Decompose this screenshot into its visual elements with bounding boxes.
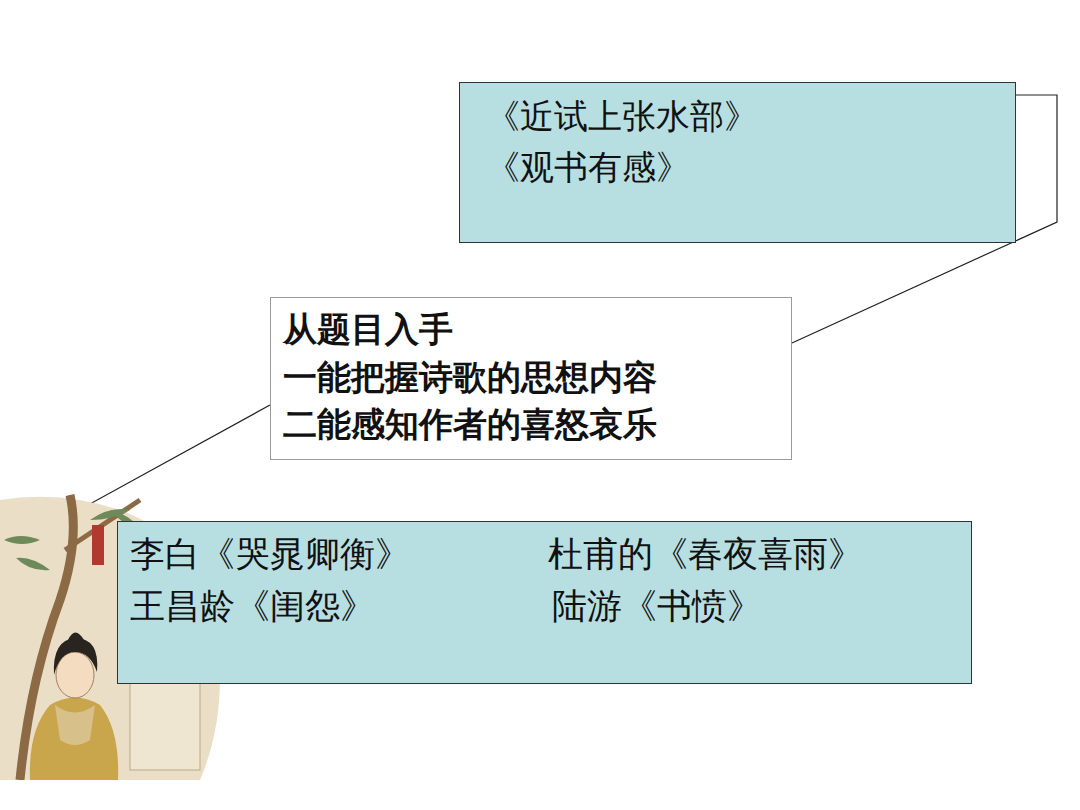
method-line: 一能把握诗歌的思想内容 [283, 354, 779, 402]
poem-title: 《观书有感》 [486, 142, 995, 193]
poem-title: 王昌龄《闺怨》 [130, 584, 375, 630]
method-line: 二能感知作者的喜怒哀乐 [283, 401, 779, 449]
example-box: 李白《哭晁卿衡》 杜甫的《春夜喜雨》王昌龄《闺怨》 陆游《书愤》 [117, 521, 972, 684]
example-box: 《近试上张水部》《观书有感》 [459, 82, 1016, 243]
poem-title: 《近试上张水部》 [486, 91, 995, 142]
method-box: 从题目入手一能把握诗歌的思想内容二能感知作者的喜怒哀乐 [270, 297, 792, 460]
poem-title: 李白《哭晁卿衡》 [130, 532, 410, 578]
red-seal [92, 525, 104, 565]
poem-title: 杜甫的《春夜喜雨》 [548, 532, 863, 578]
poem-title: 陆游《书愤》 [552, 584, 762, 630]
connector-line [88, 405, 270, 534]
method-line: 从题目入手 [283, 306, 779, 354]
